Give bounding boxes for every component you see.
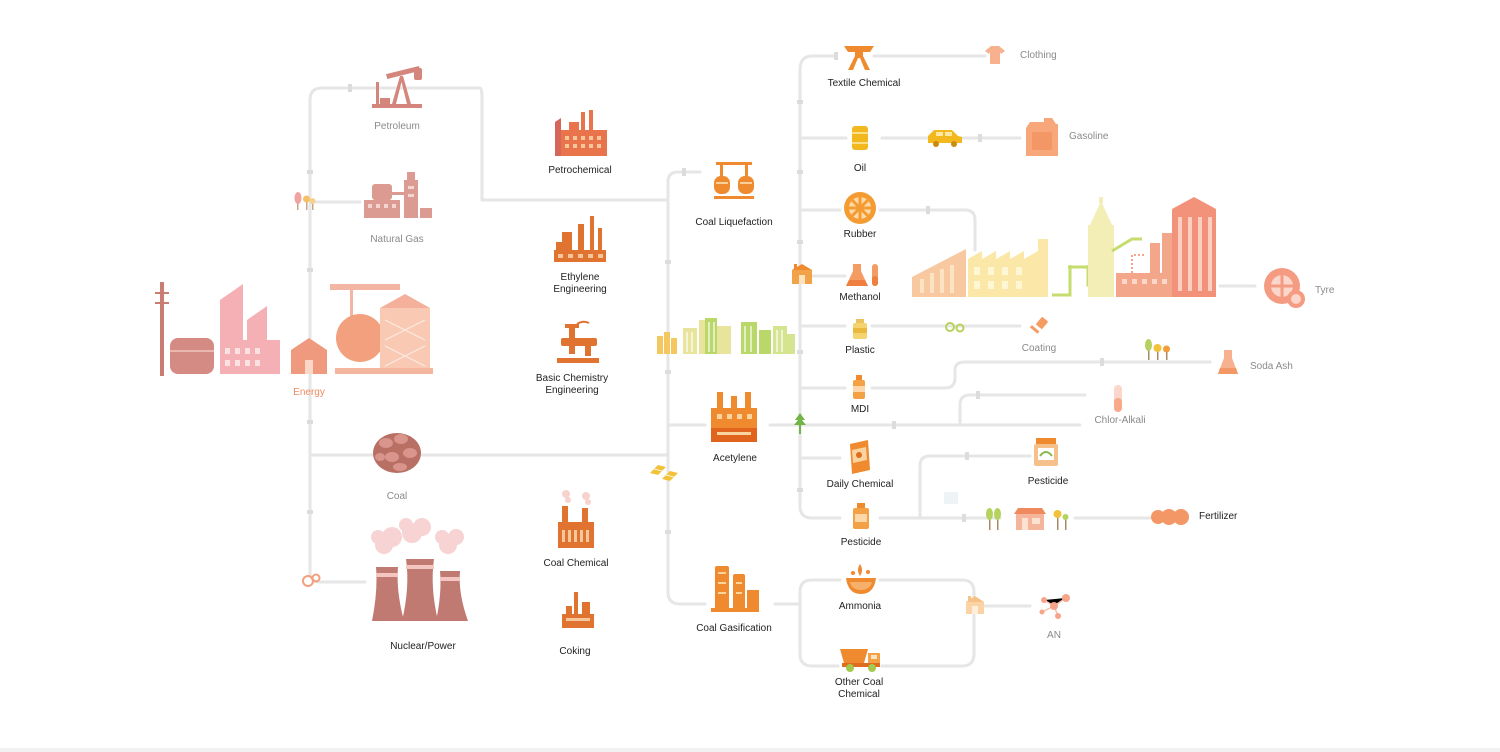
small-pale-house-icon bbox=[966, 596, 984, 614]
label-textile-chemical: Textile Chemical bbox=[827, 78, 901, 89]
farm-market-icon bbox=[986, 508, 1069, 530]
oil-barrel-icon bbox=[852, 126, 868, 150]
label-mdi: MDI bbox=[850, 404, 870, 415]
label-coal-gasification: Coal Gasification bbox=[696, 623, 772, 634]
tshirt-icon bbox=[985, 46, 1005, 64]
label-coal-chemical: Coal Chemical bbox=[543, 558, 609, 569]
small-factory-house-icon bbox=[792, 264, 812, 284]
natural-gas-plant-icon bbox=[364, 172, 432, 218]
label-coking: Coking bbox=[559, 646, 591, 657]
pesticide-box-icon bbox=[1034, 438, 1058, 466]
trees-icon bbox=[294, 192, 316, 210]
car-icon bbox=[928, 130, 962, 147]
cooling-towers-icon bbox=[371, 518, 468, 621]
label-basic-chemistry-engineering: Basic Chemistry Engineering bbox=[536, 373, 608, 397]
liquefaction-tanks-icon bbox=[714, 162, 754, 199]
soda-ash-flask-icon bbox=[1218, 350, 1238, 374]
fertilizer-pellets-icon bbox=[1151, 509, 1189, 525]
label-energy: Energy bbox=[293, 387, 325, 398]
label-gasoline: Gasoline bbox=[1069, 131, 1109, 142]
label-chlor-alkali: Chlor-Alkali bbox=[1094, 415, 1146, 426]
colored-trees-icon bbox=[1145, 339, 1170, 360]
label-clothing: Clothing bbox=[1020, 50, 1057, 61]
label-coal-liquefaction: Coal Liquefaction bbox=[695, 217, 773, 228]
label-fertilizer: Fertilizer bbox=[1199, 511, 1238, 522]
daily-chemical-package-icon bbox=[850, 440, 870, 474]
label-petrochemical: Petrochemical bbox=[548, 165, 612, 176]
tyre-icon bbox=[1264, 268, 1305, 308]
oil-pump-jack-icon bbox=[372, 65, 422, 108]
label-oil: Oil bbox=[853, 163, 867, 174]
methanol-flask-icon bbox=[846, 264, 878, 286]
label-nuclear-power: Nuclear/Power bbox=[390, 641, 456, 652]
coal-truck-icon bbox=[840, 649, 880, 672]
mdi-bottle-icon bbox=[853, 375, 865, 399]
label-acetylene: Acetylene bbox=[713, 453, 757, 464]
ammonia-bowl-icon bbox=[846, 564, 876, 594]
molecule-icon bbox=[1039, 594, 1070, 619]
faucet-plant-icon bbox=[557, 320, 599, 363]
green-city-skyline-icon bbox=[657, 318, 795, 354]
label-basic-chem-text: Basic Chemistry Engineering bbox=[535, 373, 609, 396]
green-tree-icon bbox=[794, 413, 806, 434]
petrochemical-factory-icon bbox=[555, 110, 607, 156]
coal-lumps-icon bbox=[373, 433, 421, 473]
label-tyre: Tyre bbox=[1315, 285, 1335, 296]
label-coating: Coating bbox=[1021, 343, 1057, 354]
bottom-border bbox=[0, 748, 1500, 752]
coal-chemical-plant-icon bbox=[558, 490, 594, 548]
gears-icon bbox=[302, 573, 321, 587]
gasoline-can-icon bbox=[1026, 118, 1058, 156]
test-tube-icon bbox=[1114, 385, 1122, 412]
label-pesticide-right: Pesticide bbox=[1027, 476, 1069, 487]
label-soda-ash: Soda Ash bbox=[1250, 361, 1293, 372]
label-other-coal-text: Other Coal Chemical bbox=[834, 677, 884, 700]
green-gears-icon bbox=[945, 322, 965, 333]
pesticide-bottle-icon bbox=[853, 503, 869, 529]
label-ethylene-text: Ethylene Engineering bbox=[553, 272, 607, 295]
label-plastic: Plastic bbox=[845, 345, 875, 356]
label-ammonia: Ammonia bbox=[838, 601, 882, 612]
label-daily-chemical: Daily Chemical bbox=[826, 479, 894, 490]
label-coal: Coal bbox=[386, 491, 408, 502]
label-pesticide-middle: Pesticide bbox=[840, 537, 882, 548]
acetylene-plant-icon bbox=[711, 392, 757, 442]
label-ethylene-engineering: Ethylene Engineering bbox=[553, 272, 606, 296]
gasification-plant-icon bbox=[711, 566, 759, 612]
coking-plant-icon bbox=[562, 592, 594, 628]
label-other-coal-chemical: Other Coal Chemical bbox=[835, 677, 883, 701]
label-rubber: Rubber bbox=[843, 229, 877, 240]
energy-industrial-complex-icon bbox=[155, 282, 433, 376]
plastic-bottle-icon bbox=[853, 319, 867, 339]
textile-bow-icon bbox=[844, 46, 874, 70]
rubber-wheel-icon bbox=[844, 192, 876, 224]
label-natural-gas: Natural Gas bbox=[370, 234, 424, 245]
label-petroleum: Petroleum bbox=[374, 121, 420, 132]
faint-box-icon bbox=[944, 492, 958, 504]
label-methanol: Methanol bbox=[839, 292, 881, 303]
solar-panels-icon bbox=[650, 465, 678, 481]
ethylene-plant-icon bbox=[554, 216, 606, 262]
label-an: AN bbox=[1047, 630, 1061, 641]
paint-brush-icon bbox=[1029, 317, 1048, 334]
industrial-skyline-icon bbox=[912, 197, 1216, 297]
